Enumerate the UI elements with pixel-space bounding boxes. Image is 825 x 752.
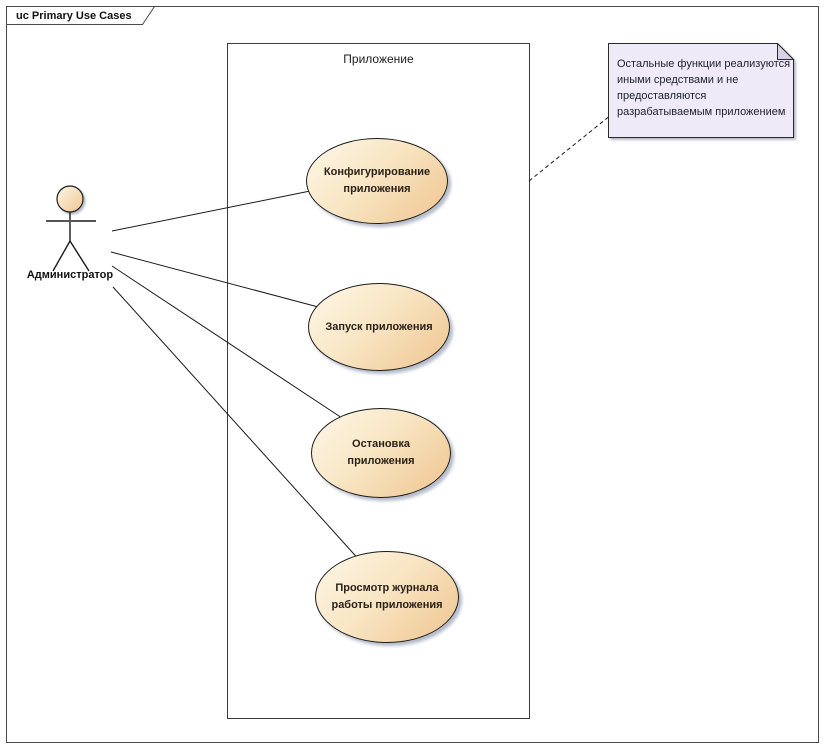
usecase-label-line: Остановка	[352, 438, 410, 450]
note-anchor-line	[528, 114, 612, 182]
note-shape	[608, 43, 795, 138]
usecase-label: Остановка приложения	[347, 436, 414, 470]
usecase-stop-application: Остановка приложения	[311, 408, 451, 498]
system-boundary-label: Приложение	[343, 52, 414, 66]
usecase-label-line: приложения	[343, 183, 411, 195]
note-text-line: иными средствами и не	[617, 74, 739, 86]
note-text-line: предоставляются	[617, 90, 707, 102]
note-text-line: Остальные функции реализуются	[617, 58, 791, 70]
note-text-line: разрабатываемым приложением	[617, 106, 786, 118]
usecase-label-line: Конфигурирование	[323, 166, 431, 178]
note-body	[608, 43, 794, 138]
association-admin-viewlog	[112, 286, 363, 564]
frame-tab	[6, 6, 156, 25]
actor-left-leg	[52, 240, 71, 272]
usecase-label-line: Запуск приложения	[325, 320, 433, 333]
usecase-label: Запуск приложения	[325, 319, 432, 336]
actor-right-leg	[69, 240, 90, 272]
usecase-view-application-log: Просмотр журнала работы приложения	[315, 551, 459, 643]
association-admin-start	[110, 251, 323, 309]
usecase-label: Конфигурирование приложения	[324, 164, 430, 198]
association-admin-configure	[111, 188, 321, 232]
frame-title: uc Primary Use Cases	[16, 10, 132, 22]
usecase-label-line: работы приложения	[331, 599, 443, 611]
actor-figure	[46, 185, 96, 272]
usecase-start-application: Запуск приложения	[308, 283, 450, 371]
note: Остальные функции реализуются иными сред…	[608, 43, 795, 139]
note-text: Остальные функции реализуются иными сред…	[617, 56, 791, 120]
frame-tab-shape	[6, 6, 156, 25]
note-fold-corner	[777, 43, 795, 60]
actor-head	[56, 185, 84, 213]
association-admin-stop	[111, 265, 343, 419]
usecase-label-line: Просмотр журнала	[335, 582, 439, 594]
actor-label: Администратор	[26, 269, 114, 281]
usecase-label-line: приложения	[347, 455, 415, 467]
usecase-label: Просмотр журнала работы приложения	[331, 580, 442, 614]
usecase-configure-application: Конфигурирование приложения	[306, 138, 448, 224]
